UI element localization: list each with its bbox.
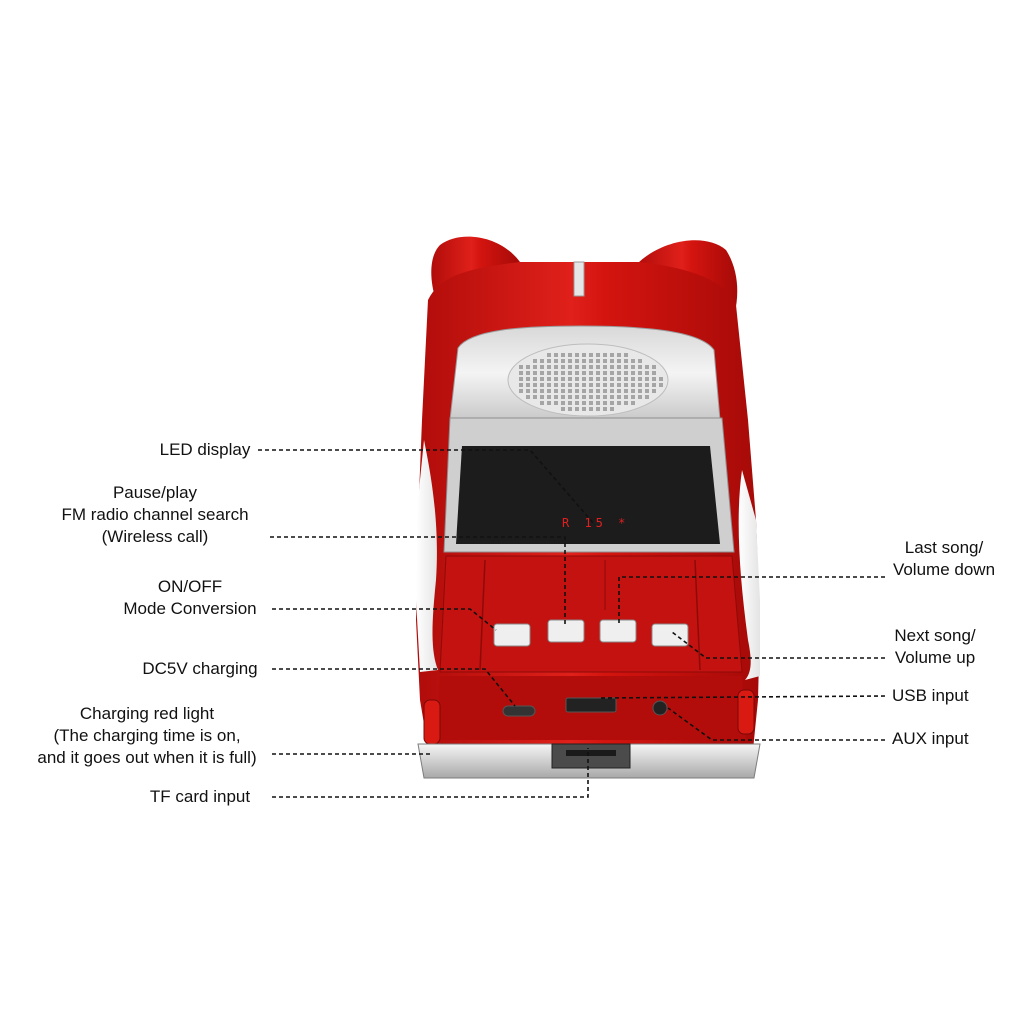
- left-side-cove: [416, 440, 438, 672]
- leader-lines: [258, 449, 886, 798]
- right-side-cove: [738, 470, 760, 680]
- button-next-song: [651, 623, 689, 647]
- speaker-grille: [507, 343, 669, 417]
- button-pause-play: [547, 619, 585, 643]
- label-aux-input: AUX input: [892, 729, 969, 748]
- label-pause-play: Pause/play FM radio channel search (Wire…: [61, 483, 249, 546]
- label-led-display: LED display: [159, 440, 251, 459]
- label-tf-card: TF card input: [149, 787, 251, 806]
- button-on-off: [493, 623, 531, 647]
- dc5v-port: [502, 705, 536, 717]
- rear-deck: [439, 555, 743, 673]
- right-tail-light: [737, 689, 755, 735]
- label-charging-light: Charging red light (The charging time is…: [37, 704, 257, 767]
- label-on-off: ON/OFF Mode Conversion: [123, 577, 257, 618]
- left-tail-light: [423, 699, 441, 745]
- aux-port: [652, 700, 668, 716]
- leader-last-song: [618, 576, 885, 624]
- label-last-song: Last song/ Volume down: [892, 538, 996, 579]
- usb-port: [565, 697, 617, 713]
- leader-led-display: [258, 449, 596, 526]
- led-display-text: R 15 *: [562, 516, 629, 530]
- antenna: [573, 261, 585, 297]
- label-usb-input: USB input: [892, 686, 969, 705]
- label-dc5v-charging: DC5V charging: [142, 659, 258, 678]
- leader-tf-card: [272, 748, 589, 798]
- button-last-song: [599, 619, 637, 643]
- label-next-song: Next song/ Volume up: [894, 626, 976, 667]
- leader-usb: [599, 695, 886, 699]
- leader-aux: [667, 707, 885, 741]
- led-display-glass: [456, 446, 720, 544]
- leader-dc5v: [272, 668, 516, 707]
- leader-pause-play: [270, 536, 566, 624]
- leader-on-off: [272, 608, 497, 631]
- leader-next-song: [671, 631, 885, 659]
